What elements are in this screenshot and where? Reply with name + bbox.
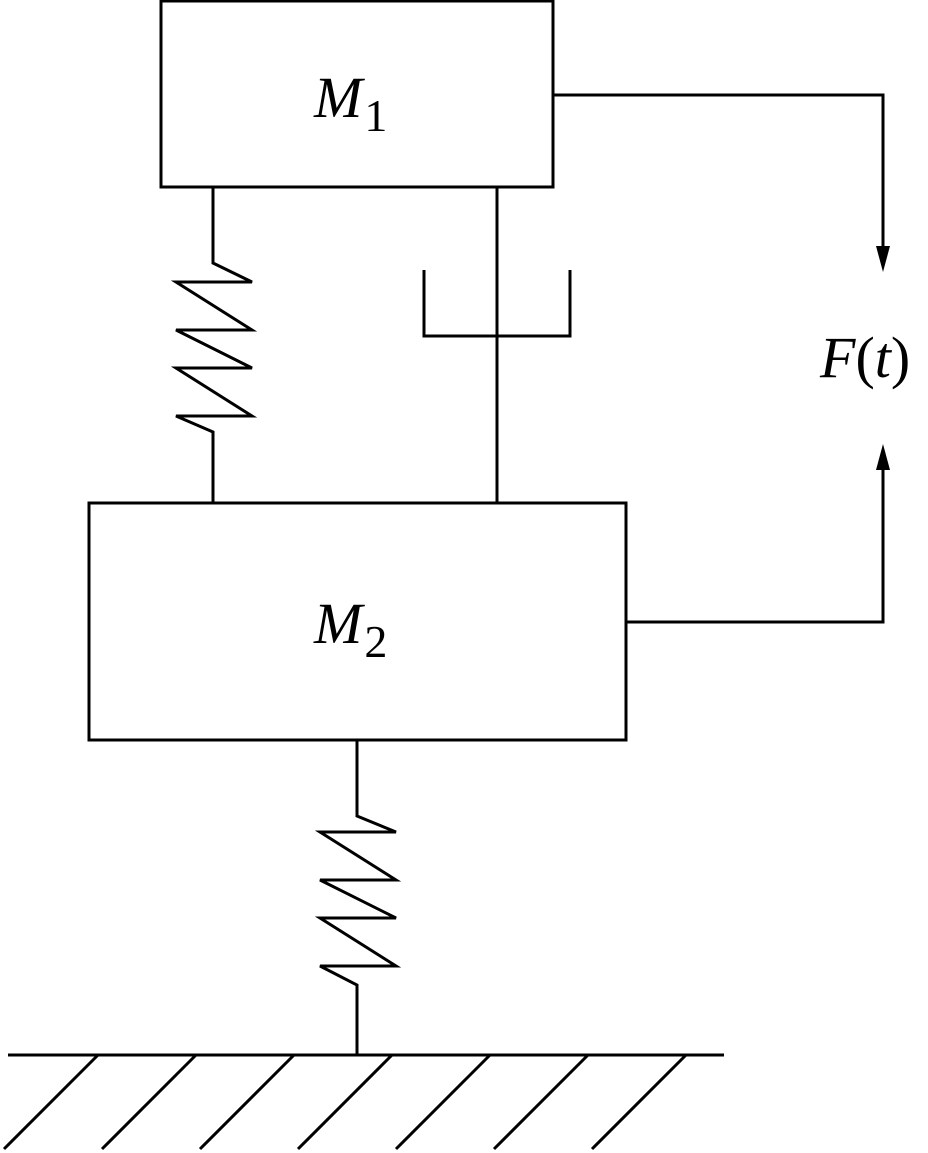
force-label: F(t) [819, 325, 910, 390]
force-arrowhead-down [876, 246, 890, 272]
ground-hatch [394, 1053, 492, 1151]
ground-hatch [590, 1053, 688, 1151]
ground-hatch [100, 1053, 198, 1151]
force-lead-bottom [626, 466, 885, 624]
spring-k2 [314, 740, 402, 1055]
ground-hatching [2, 1053, 688, 1151]
ground-hatch [492, 1053, 590, 1151]
mass-m1-label: M1 [313, 65, 387, 141]
ground-hatch [2, 1053, 100, 1151]
mass-m1-subscript: 1 [364, 90, 387, 141]
spring-k1 [170, 187, 258, 503]
mass-m2-label: M2 [313, 591, 387, 667]
mass-m2-symbol: M [313, 591, 365, 656]
force-arrowhead-up [876, 444, 890, 470]
mass-m1-symbol: M [313, 65, 365, 130]
ground-hatch [296, 1053, 394, 1151]
ground-hatch [198, 1053, 296, 1151]
mass-m2-subscript: 2 [364, 616, 387, 667]
force-symbol: F [819, 325, 856, 390]
force-open-paren: ( [855, 325, 874, 390]
damper-cup [422, 270, 572, 338]
force-variable: t [875, 325, 893, 390]
force-lead-top [553, 93, 885, 250]
force-close-paren: ) [891, 325, 910, 390]
